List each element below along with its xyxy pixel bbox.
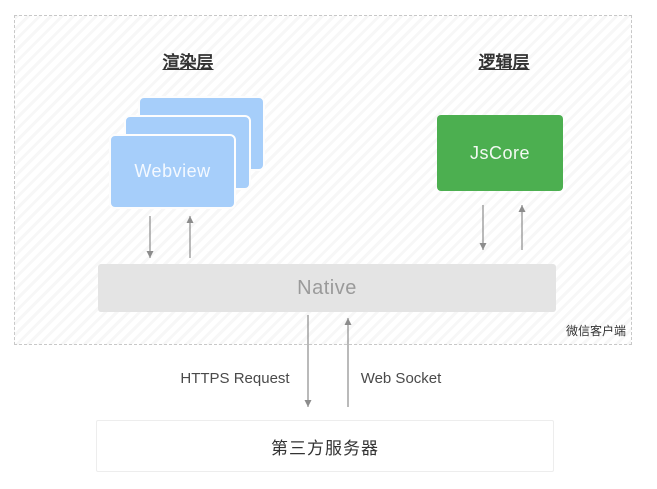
web-socket-label: Web Socket: [360, 370, 442, 387]
native-label: Native: [297, 276, 357, 299]
third-party-server-label: 第三方服务器: [271, 438, 379, 458]
render-layer-title: 渲染层: [162, 53, 214, 72]
logic-layer-title: 逻辑层: [478, 53, 530, 72]
native-bar: Native: [98, 264, 556, 312]
webview-card-front: Webview: [109, 134, 236, 209]
wechat-client-container: 渲染层 逻辑层 Webview JsCore Native 微信客户端: [14, 15, 632, 345]
third-party-server-box: 第三方服务器: [96, 420, 554, 472]
jscore-label: JsCore: [469, 142, 530, 163]
webview-label: Webview: [134, 161, 211, 181]
wechat-client-label: 微信客户端: [565, 324, 626, 338]
jscore-box: JsCore: [437, 115, 563, 191]
https-request-label: HTTPS Request: [180, 370, 290, 387]
